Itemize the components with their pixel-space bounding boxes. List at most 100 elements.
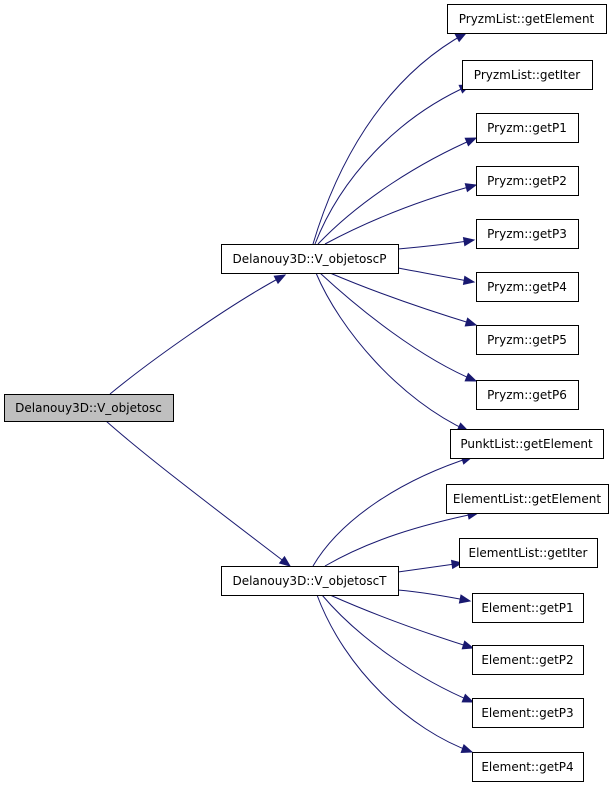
edge-line xyxy=(324,184,477,245)
node-label: Element::getP1 xyxy=(481,601,573,615)
node-label: PryzmList::getIter xyxy=(474,68,580,82)
node-pp4[interactable]: Pryzm::getP4 xyxy=(476,272,579,302)
node-vt[interactable]: Delanouy3D::V_objetoscT xyxy=(221,566,399,596)
edge-arrowhead xyxy=(464,183,478,193)
node-label: Pryzm::getP1 xyxy=(487,121,567,135)
edge-vt-to-elge xyxy=(324,510,480,567)
edge-line xyxy=(314,84,471,245)
edge-line xyxy=(315,272,469,432)
node-pp3[interactable]: Pryzm::getP3 xyxy=(476,219,579,249)
node-vp[interactable]: Delanouy3D::V_objetoscP xyxy=(221,244,399,274)
edge-root-to-vt xyxy=(105,420,292,567)
edge-line xyxy=(109,274,286,395)
node-label: PunktList::getElement xyxy=(460,437,593,451)
node-label: ElementList::getElement xyxy=(453,492,601,506)
edge-vt-to-ep4 xyxy=(316,594,474,753)
edge-root-to-vp xyxy=(109,274,287,395)
edge-arrowhead xyxy=(461,640,475,650)
node-box[interactable] xyxy=(476,380,579,410)
node-box[interactable] xyxy=(447,4,607,34)
edge-vp-to-pkge xyxy=(315,272,470,432)
node-ep1[interactable]: Element::getP1 xyxy=(472,593,584,623)
node-ep4[interactable]: Element::getP4 xyxy=(472,752,584,782)
node-label: Pryzm::getP3 xyxy=(487,227,567,241)
edge-vp-to-pp6 xyxy=(319,272,478,382)
node-box[interactable] xyxy=(221,566,399,596)
edge-arrowhead xyxy=(454,32,468,43)
node-box[interactable] xyxy=(446,484,609,514)
edge-vp-to-pp4 xyxy=(397,267,476,285)
node-label: Pryzm::getP2 xyxy=(487,174,567,188)
edge-line xyxy=(317,137,477,245)
edge-line xyxy=(329,272,477,326)
edge-vp-to-plge xyxy=(312,32,468,245)
edge-line xyxy=(312,456,473,567)
edge-vt-to-ep3 xyxy=(321,594,475,703)
edge-line xyxy=(329,594,474,649)
node-root[interactable]: Delanouy3D::V_objetosc xyxy=(4,394,174,422)
node-box[interactable] xyxy=(450,429,604,459)
node-box[interactable] xyxy=(472,593,584,623)
node-label: Delanouy3D::V_objetoscT xyxy=(232,574,387,588)
node-box[interactable] xyxy=(221,244,399,274)
edge-line xyxy=(397,267,475,283)
node-pkge[interactable]: PunktList::getElement xyxy=(450,429,604,459)
node-label: Delanouy3D::V_objetosc xyxy=(15,401,162,415)
nodes-layer: Delanouy3D::V_objetoscDelanouy3D::V_obje… xyxy=(4,4,609,782)
node-plge[interactable]: PryzmList::getElement xyxy=(447,4,607,34)
edge-arrowhead xyxy=(464,317,478,327)
edge-arrowhead xyxy=(462,275,476,285)
node-box[interactable] xyxy=(472,752,584,782)
node-box[interactable] xyxy=(472,645,584,675)
edge-line xyxy=(316,594,473,753)
edge-arrowhead xyxy=(460,744,474,753)
node-box[interactable] xyxy=(476,219,579,249)
edge-vt-to-elgi xyxy=(397,559,464,573)
edge-line xyxy=(105,420,291,567)
node-ep2[interactable]: Element::getP2 xyxy=(472,645,584,675)
node-label: Pryzm::getP5 xyxy=(487,333,567,347)
node-label: Element::getP4 xyxy=(481,760,573,774)
node-label: Element::getP3 xyxy=(481,706,573,720)
edge-arrowhead xyxy=(464,372,478,382)
node-label: PryzmList::getElement xyxy=(459,12,595,26)
edge-line xyxy=(397,589,471,602)
node-ep3[interactable]: Element::getP3 xyxy=(472,698,584,728)
edge-arrowhead xyxy=(464,137,478,147)
edge-vt-to-ep1 xyxy=(397,589,472,604)
edge-vt-to-ep2 xyxy=(329,594,475,650)
node-elgi[interactable]: ElementList::getIter xyxy=(459,538,598,568)
node-box[interactable] xyxy=(476,272,579,302)
node-box[interactable] xyxy=(476,325,579,355)
edge-arrowhead xyxy=(461,693,475,703)
node-pp2[interactable]: Pryzm::getP2 xyxy=(476,166,579,196)
node-box[interactable] xyxy=(462,60,593,90)
edge-arrowhead xyxy=(462,237,476,247)
edge-line xyxy=(321,594,474,703)
node-box[interactable] xyxy=(476,113,579,143)
node-label: Pryzm::getP6 xyxy=(487,388,567,402)
edge-vp-to-pp5 xyxy=(329,272,478,327)
edge-line xyxy=(397,239,475,250)
edge-line xyxy=(312,32,467,245)
node-pp5[interactable]: Pryzm::getP5 xyxy=(476,325,579,355)
node-pp6[interactable]: Pryzm::getP6 xyxy=(476,380,579,410)
node-label: Element::getP2 xyxy=(481,653,573,667)
edge-vp-to-pp1 xyxy=(317,137,478,245)
edge-vp-to-plgi xyxy=(314,84,472,245)
node-plgi[interactable]: PryzmList::getIter xyxy=(462,60,593,90)
node-elge[interactable]: ElementList::getElement xyxy=(446,484,609,514)
node-label: Delanouy3D::V_objetoscP xyxy=(233,252,387,266)
node-box[interactable] xyxy=(472,698,584,728)
edge-arrowhead xyxy=(458,594,472,604)
node-box[interactable] xyxy=(476,166,579,196)
edge-arrowhead xyxy=(278,555,292,567)
node-box[interactable] xyxy=(459,538,598,568)
edges-layer xyxy=(105,32,480,753)
edge-line xyxy=(319,272,477,382)
edge-vp-to-pp3 xyxy=(397,237,476,250)
edge-vp-to-pp2 xyxy=(324,183,478,245)
root-node-box[interactable] xyxy=(4,394,174,422)
node-pp1[interactable]: Pryzm::getP1 xyxy=(476,113,579,143)
